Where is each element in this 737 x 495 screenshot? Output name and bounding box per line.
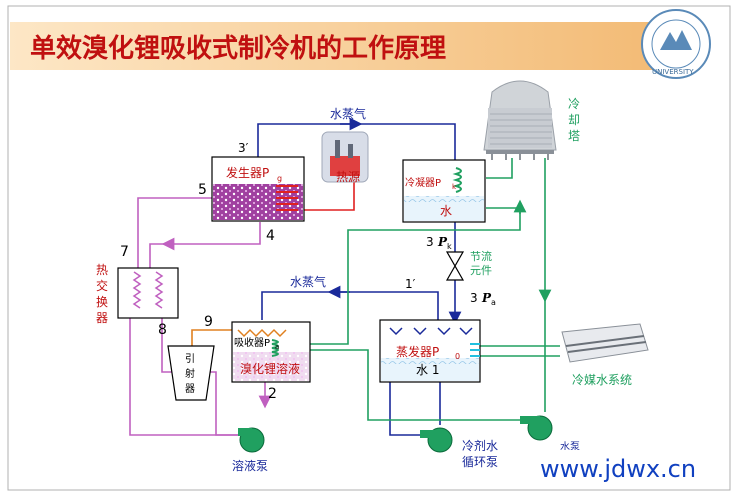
chilled-pump-icon — [520, 415, 553, 441]
chilled-water-system-label: 冷媒水系统 — [572, 373, 632, 387]
title-banner: 单效溴化锂吸收式制冷机的工作原理 — [10, 22, 700, 70]
condenser: 冷凝器P k 水 — [402, 159, 486, 223]
absorber: 吸收器P a 溴化锂溶液 — [231, 321, 311, 383]
condenser-coil-icon — [452, 167, 462, 193]
cooling-tower-icon — [483, 80, 557, 160]
absorber-sub: a — [275, 343, 279, 351]
refrigerant-pump-label-2: 循环泵 — [462, 455, 498, 469]
state-3-pk: 3 — [426, 235, 434, 249]
generator: 发生器P g — [211, 156, 305, 222]
cooling-water-lines — [292, 158, 560, 421]
absorber-label: 吸收器P — [234, 336, 270, 349]
vapor-line-mid — [261, 285, 439, 320]
logo-mountain-icon — [660, 30, 692, 50]
svg-text:引: 引 — [185, 353, 195, 365]
state-2: 2 — [268, 386, 277, 402]
pa-label: P — [481, 291, 492, 305]
state-5: 5 — [198, 182, 207, 198]
state-4: 4 — [266, 228, 275, 244]
heat-exchanger — [117, 267, 179, 319]
spray-nozzle-icon — [237, 328, 287, 338]
libr-solution-label: 溴化锂溶液 — [240, 361, 300, 376]
generator-label: 发生器P — [226, 165, 269, 180]
evap-water-label: 水 1 — [416, 363, 439, 377]
state-1prime: 1′ — [405, 277, 416, 291]
absorber-coil-icon — [271, 339, 279, 357]
generator-sub: g — [277, 174, 282, 183]
condenser-sub: k — [452, 183, 457, 191]
page-title: 单效溴化锂吸收式制冷机的工作原理 — [30, 33, 446, 64]
water-vapor-top-label: 水蒸气 — [330, 106, 366, 121]
svg-text:换: 换 — [96, 295, 108, 309]
hx-coil-left-icon — [132, 271, 142, 309]
evap-spray-icon — [389, 327, 473, 336]
ejector: 引 射 器 — [167, 345, 215, 401]
state-8: 8 — [158, 322, 167, 338]
state-7: 7 — [120, 244, 129, 260]
heat-source-label: 热源 — [336, 170, 360, 184]
evaporator-label: 蒸发器P — [396, 344, 439, 359]
svg-text:器: 器 — [185, 383, 195, 395]
refrigerant-recirc-line — [389, 380, 441, 436]
evap-coil-icon — [470, 343, 480, 357]
svg-text:交: 交 — [96, 278, 108, 293]
solution-pump-label: 溶液泵 — [232, 458, 268, 473]
condenser-label: 冷凝器P — [405, 176, 441, 189]
valve-icon — [445, 251, 465, 281]
pump-icon — [238, 427, 265, 453]
heat-exchanger-label: 热 交 换 器 — [96, 263, 108, 325]
hx-coil-right-icon — [154, 271, 164, 309]
pa-sub: a — [491, 298, 496, 307]
outer-frame — [7, 5, 731, 491]
cooling-tower-label-3: 塔 — [568, 129, 580, 143]
logo-text: UNIVERSITY — [652, 68, 694, 76]
water-vapor-mid-label: 水蒸气 — [290, 274, 326, 289]
air-conditioner-icon — [561, 323, 649, 363]
state-3prime: 3′ — [238, 141, 249, 155]
svg-text:射: 射 — [185, 368, 195, 380]
throttle-label-1: 节流 — [470, 249, 492, 263]
heat-source-line — [300, 180, 355, 211]
university-logo: UNIVERSITY — [641, 9, 711, 79]
factory-icon: 热源 — [321, 131, 369, 184]
vapor-line-top — [257, 117, 456, 163]
pk-sub: k — [447, 242, 452, 251]
svg-text:热: 热 — [96, 263, 108, 277]
watermark-bg — [528, 450, 728, 486]
watermark: www.jdwx.cn — [540, 455, 696, 483]
cooling-tower-label-1: 冷 — [568, 97, 580, 111]
cooling-tower-label-2: 却 — [568, 113, 580, 127]
refrigerant-pump-icon — [420, 427, 453, 453]
state-9: 9 — [204, 314, 213, 330]
pk-label: P — [437, 235, 448, 249]
refrigerant-pump-label-1: 冷剂水 — [462, 438, 498, 453]
generator-coil-icon — [276, 185, 298, 211]
condenser-water-label: 水 — [440, 204, 452, 218]
evaporator: 蒸发器P 0 水 1 — [379, 319, 481, 383]
svg-text:器: 器 — [96, 311, 108, 325]
throttle-label-2: 元件 — [470, 264, 492, 277]
evaporator-sub: 0 — [455, 352, 460, 361]
state-3-pa: 3 — [470, 291, 478, 305]
spray-line — [191, 329, 232, 346]
